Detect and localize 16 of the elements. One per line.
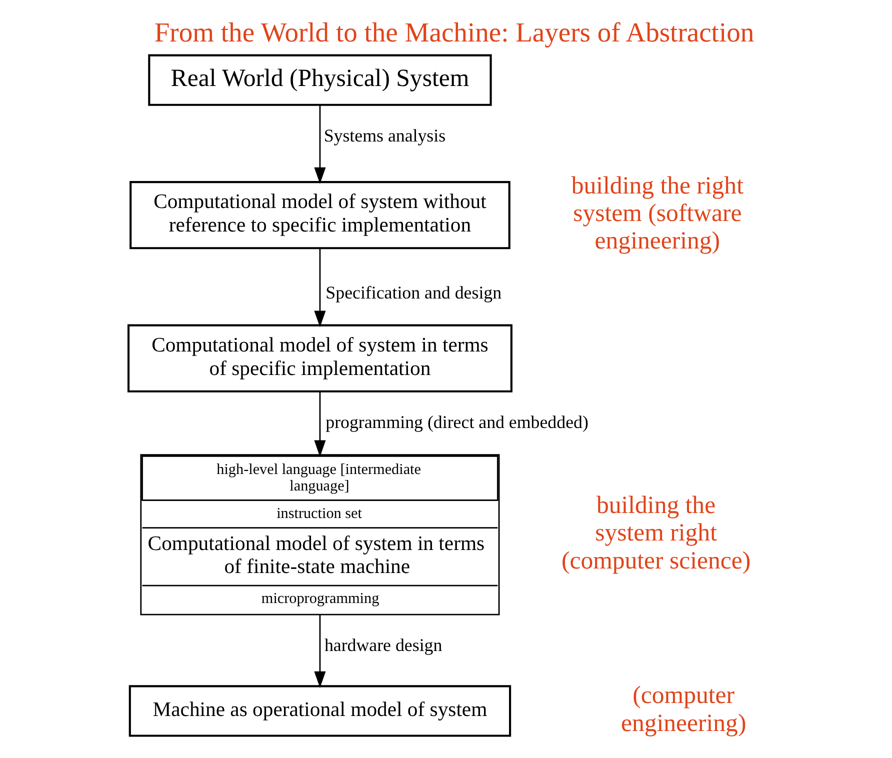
node-box: Computational model of system in terms of specific implementation (127, 324, 512, 392)
edge-label: Specification and design (326, 282, 502, 302)
label: building the right system (software engineering) (571, 172, 744, 255)
diagram-title: From the World to the Machine: Layers of Abstraction (154, 16, 754, 48)
arrow (314, 248, 326, 328)
edge-label: programming (direct and embedded) (326, 412, 588, 432)
label: building the system right (computer science) (561, 492, 751, 574)
arrow (314, 105, 326, 184)
node-box: Machine as operational model of system (128, 685, 512, 737)
arrow (314, 614, 326, 688)
node-box: Computational model of system without reference to specific implementation (130, 181, 510, 250)
arrow (314, 392, 326, 457)
node-box: Real World (Physical) System (148, 54, 492, 106)
label: (computer engineering) (620, 682, 746, 737)
edge-label: hardware design (324, 634, 442, 655)
edge-label: Systems analysis (324, 125, 446, 146)
